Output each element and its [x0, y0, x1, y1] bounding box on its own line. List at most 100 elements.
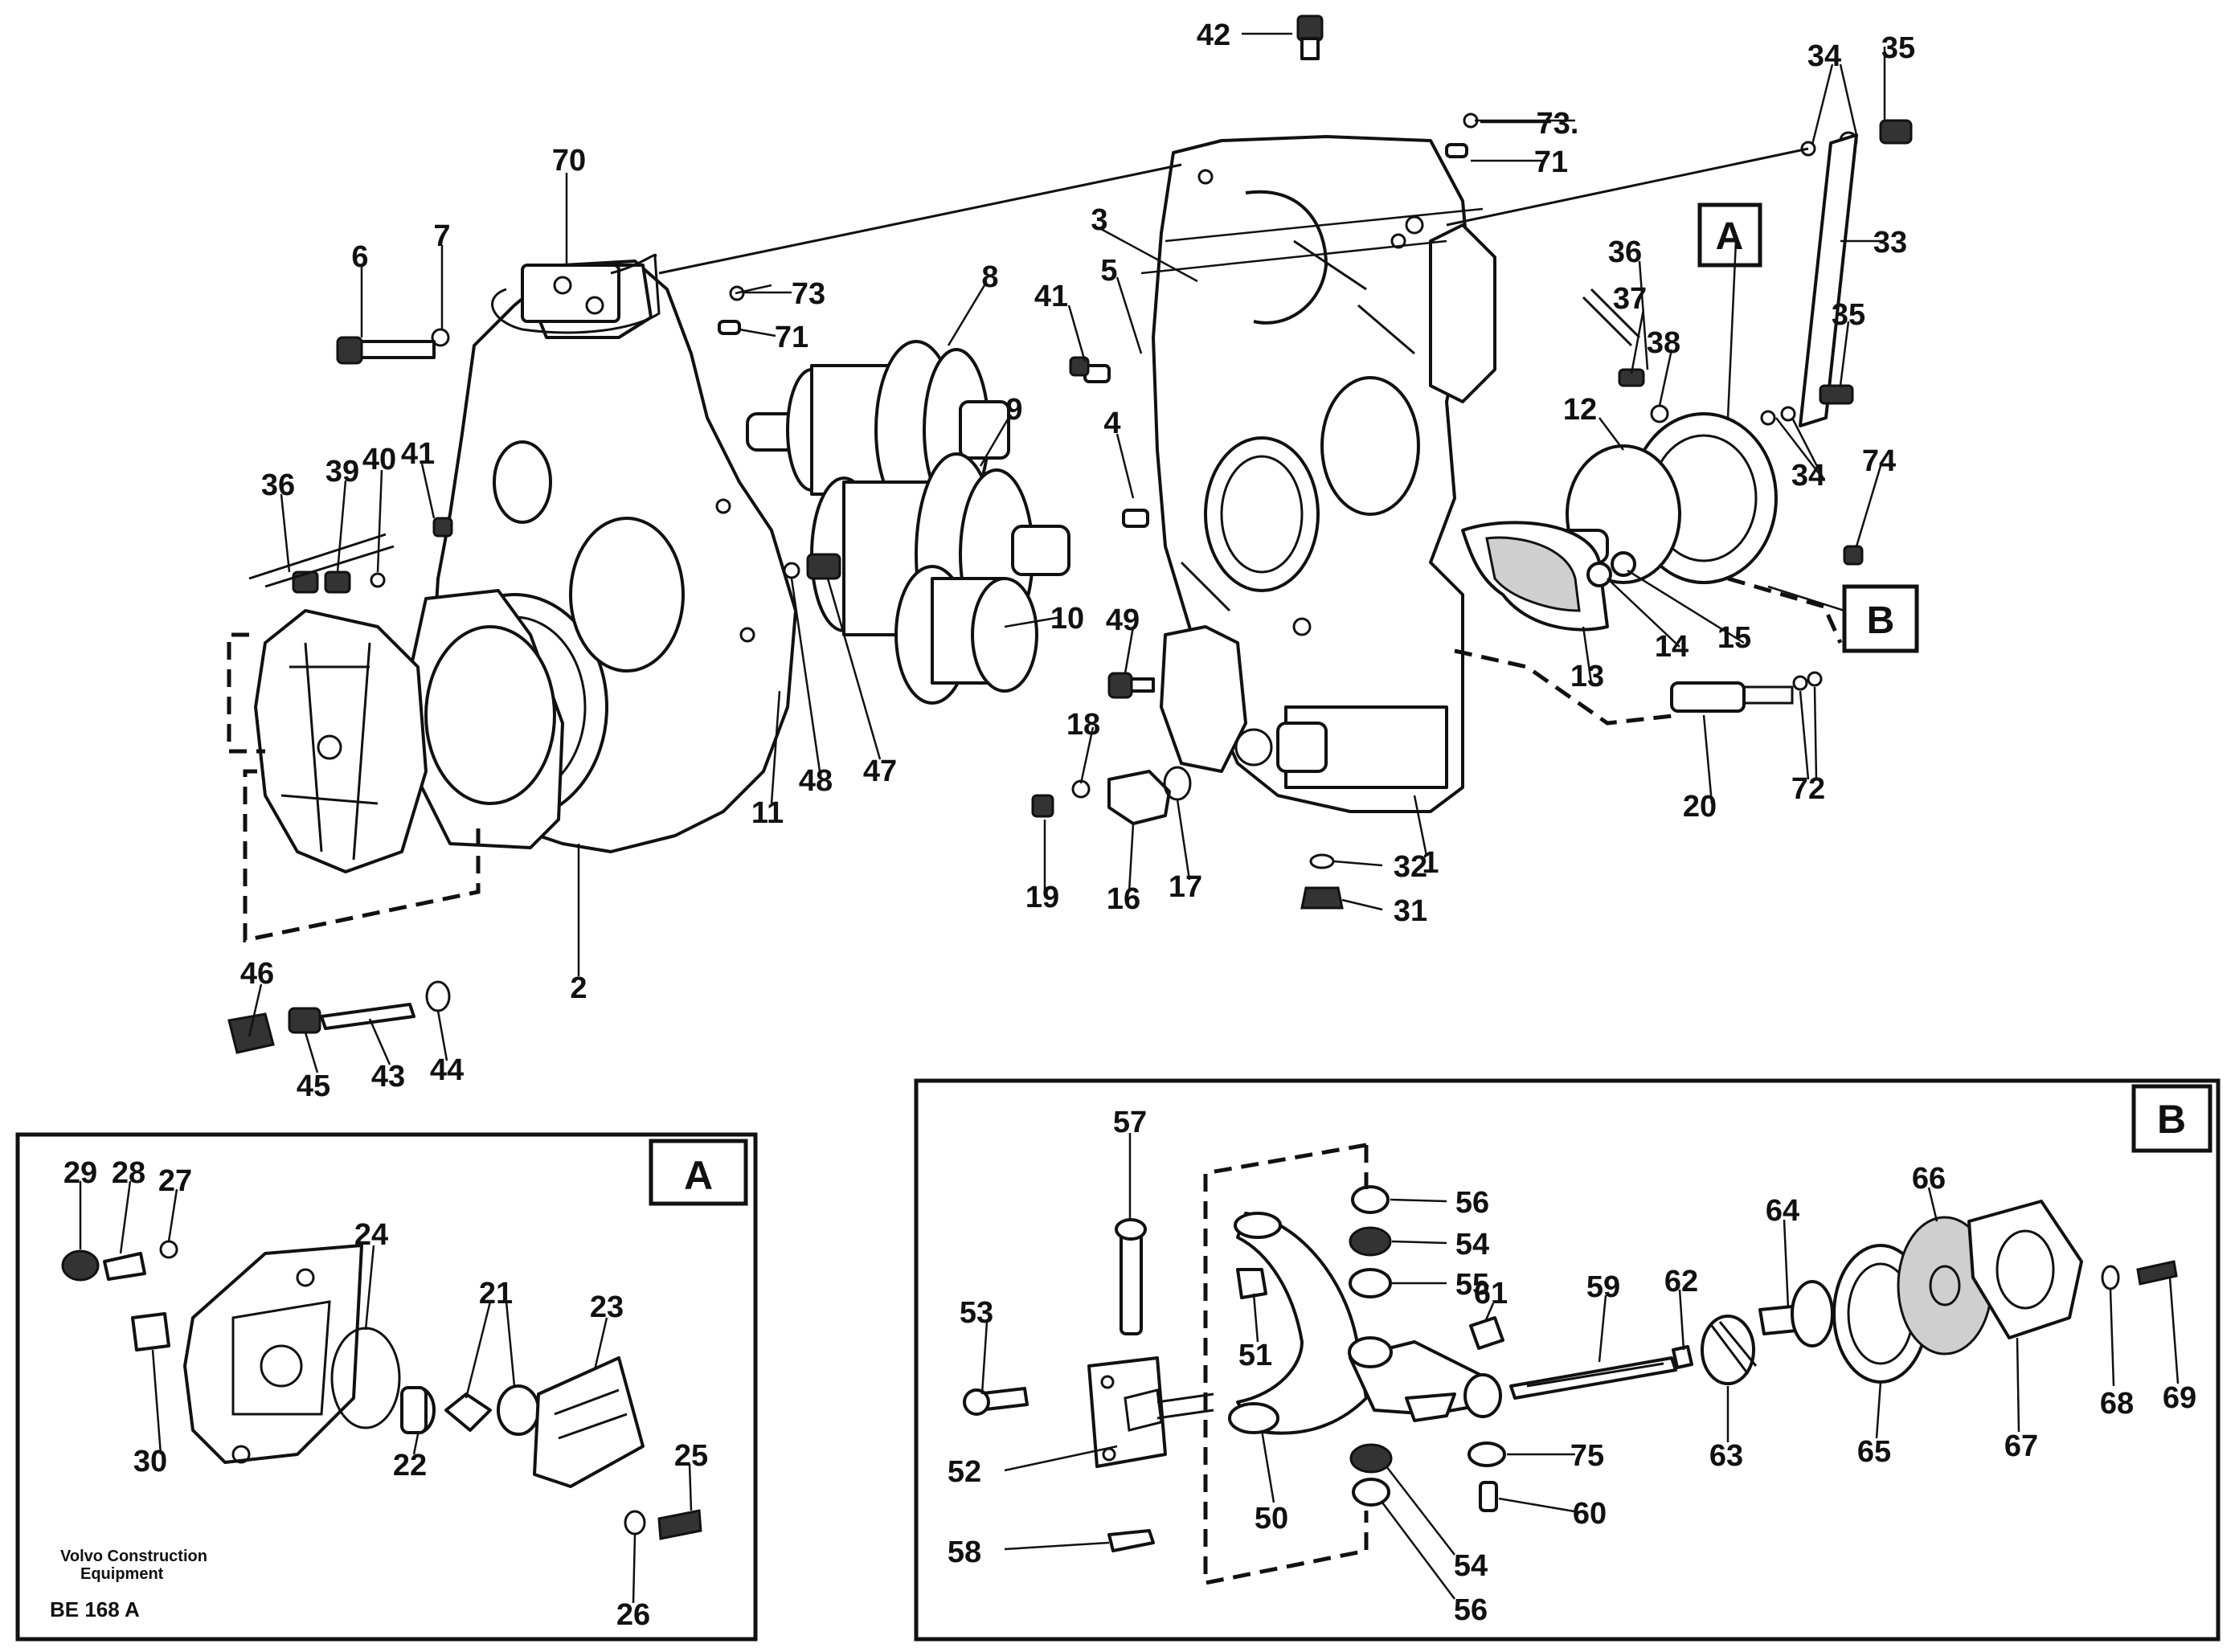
- part-number-label: 1: [1422, 846, 1439, 880]
- callout-a-label: A: [1716, 215, 1744, 258]
- footer-brand-line-2: Equipment: [80, 1565, 164, 1583]
- main-housing: [1152, 135, 1496, 813]
- inset-a-footer-brand: Volvo Construction Equipment: [60, 1548, 212, 1583]
- part-number-label: 62: [1664, 1265, 1698, 1298]
- part-number-label: 56: [1455, 1186, 1489, 1220]
- part-number-label: 67: [2004, 1429, 2038, 1463]
- fasteners: [227, 14, 1913, 1054]
- part-number-label: 11: [751, 796, 784, 830]
- part-number-label: 13: [1570, 660, 1604, 693]
- part-number-label: 26: [616, 1598, 650, 1632]
- control-valve-block: [521, 264, 620, 323]
- part-number-label: 30: [133, 1445, 167, 1478]
- part-number-label: 35: [1881, 31, 1915, 65]
- part-number-label: 74: [1862, 444, 1896, 478]
- part-number-label: 70: [552, 144, 586, 178]
- part-number-label: 71: [1534, 145, 1568, 179]
- part-number-label: 73: [792, 277, 825, 311]
- part-number-label: 41: [1034, 280, 1068, 313]
- inset-a-parts: [61, 1240, 702, 1540]
- part-number-label: 50: [1255, 1502, 1288, 1535]
- part-number-label: 21: [479, 1277, 513, 1311]
- part-number-label: 66: [1912, 1162, 1946, 1196]
- part-number-label: 8: [981, 260, 998, 294]
- gasket-plate: [404, 589, 564, 849]
- callout-b: B: [1842, 584, 1919, 653]
- gear-shafts: [746, 340, 1070, 705]
- part-number-label: 45: [297, 1069, 330, 1103]
- part-number-label: 58: [948, 1535, 981, 1569]
- part-number-label: 4: [1103, 407, 1120, 440]
- part-number-label: 19: [1025, 881, 1059, 914]
- callout-b-label: B: [1867, 599, 1895, 642]
- inset-b-parts: [963, 1185, 2178, 1552]
- part-number-label: 61: [1474, 1277, 1508, 1311]
- part-number-label: 54: [1455, 1228, 1489, 1261]
- inset-a-tag: A: [684, 1153, 713, 1198]
- part-number-label: 24: [354, 1218, 388, 1252]
- part-number-label: 69: [2163, 1381, 2196, 1415]
- part-number-label: 75: [1570, 1439, 1604, 1473]
- part-number-label: 60: [1573, 1497, 1607, 1531]
- part-number-label: 9: [1005, 393, 1022, 427]
- part-number-label: 3: [1091, 203, 1107, 237]
- part-number-label: 43: [371, 1060, 405, 1094]
- pump-cover: [227, 609, 481, 943]
- part-number-label: 55: [1455, 1268, 1489, 1302]
- part-number-label: 12: [1563, 393, 1597, 427]
- inset-a-footer-code: BE 168 A: [50, 1597, 140, 1621]
- part-number-label: 38: [1647, 326, 1680, 360]
- part-number-label: 39: [325, 455, 359, 489]
- part-number-label: 53: [960, 1296, 993, 1330]
- part-number-label: 31: [1394, 894, 1427, 928]
- part-number-label: 47: [863, 754, 897, 788]
- part-number-label: 17: [1169, 870, 1202, 904]
- part-number-label: 6: [351, 240, 368, 274]
- part-number-label: 20: [1683, 790, 1717, 824]
- part-number-label: 64: [1766, 1194, 1799, 1228]
- part-number-label: 54: [1454, 1549, 1488, 1583]
- part-number-label: 27: [158, 1164, 192, 1198]
- part-number-label: 52: [948, 1455, 981, 1489]
- part-number-label: 48: [799, 764, 833, 798]
- part-number-label: 5: [1100, 254, 1117, 288]
- footer-brand-line-1: Volvo Construction: [60, 1548, 207, 1565]
- part-number-label: 73.: [1537, 107, 1579, 141]
- callout-a: A: [1697, 202, 1762, 268]
- bolt-42-icon: [1296, 14, 1324, 42]
- main-exploded-view: A B: [227, 14, 1919, 1073]
- part-number-label: 59: [1586, 1270, 1620, 1304]
- part-number-label: 42: [1197, 18, 1230, 52]
- part-number-label: 36: [261, 468, 295, 502]
- inset-b: B: [914, 1078, 2221, 1642]
- part-number-label: 34: [1791, 459, 1825, 493]
- part-number-label: 16: [1107, 882, 1140, 916]
- part-number-label: 28: [112, 1156, 145, 1190]
- inset-a: A Volvo Construction Equipment: [15, 1132, 758, 1642]
- part-number-label: 40: [362, 443, 396, 476]
- part-number-label: 15: [1717, 621, 1751, 655]
- inset-b-dashed-guides: [1203, 1143, 1369, 1586]
- output-flange-assembly: [1461, 412, 1778, 632]
- part-number-label: 34: [1807, 39, 1841, 73]
- part-number-label: 7: [433, 219, 450, 253]
- part-number-label: 35: [1832, 298, 1865, 332]
- part-number-label: 65: [1857, 1435, 1891, 1469]
- part-number-label: 71: [775, 321, 808, 354]
- part-number-label: 72: [1791, 772, 1825, 806]
- part-number-label: 51: [1238, 1339, 1272, 1372]
- part-number-label: 32: [1394, 850, 1427, 884]
- part-number-label: 44: [430, 1053, 464, 1087]
- part-number-label: 23: [590, 1290, 624, 1324]
- part-number-label: 36: [1608, 235, 1642, 269]
- part-number-label: 10: [1050, 602, 1084, 636]
- leader-lines: [248, 32, 1886, 1073]
- part-number-label: 29: [63, 1156, 97, 1190]
- part-number-label: 56: [1454, 1593, 1488, 1627]
- part-number-label: 2: [570, 971, 587, 1005]
- part-number-label: 33: [1873, 226, 1907, 260]
- part-number-label: 37: [1613, 282, 1647, 316]
